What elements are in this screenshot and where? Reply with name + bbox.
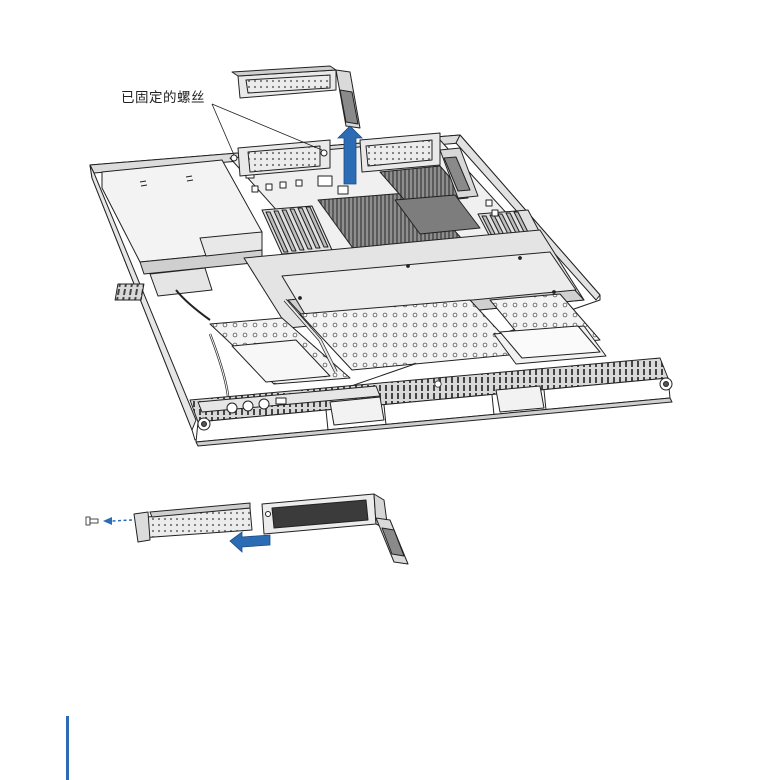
apple-logo-icon (434, 377, 442, 388)
callout-label: 已固定的螺丝 (121, 90, 205, 106)
screw-icon (85, 516, 99, 526)
arrow-left-icon (229, 531, 271, 553)
screw-direction-arrow (103, 517, 133, 525)
riser-card-lifted (231, 65, 361, 129)
bracket-removal-figure (133, 493, 409, 565)
callout-leader-lines (211, 103, 323, 156)
server-chassis (89, 132, 673, 447)
margin-rule (66, 716, 69, 780)
arrow-up-icon (337, 125, 363, 185)
